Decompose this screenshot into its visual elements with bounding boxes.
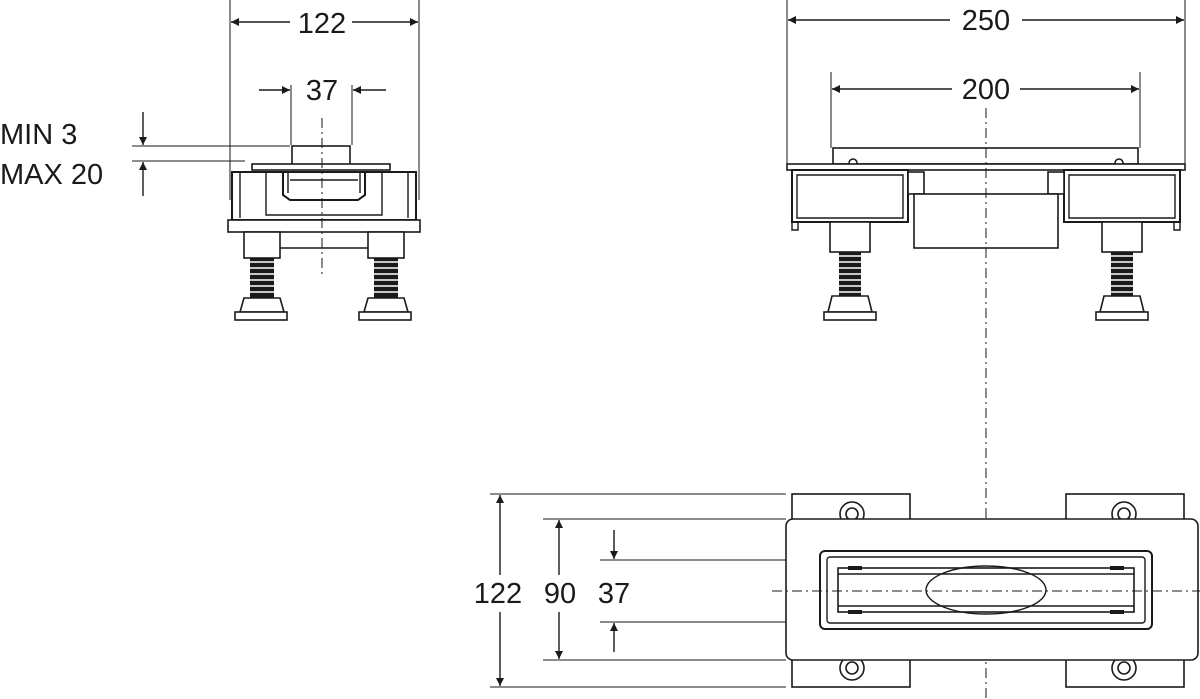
front-left-box xyxy=(791,169,909,223)
front-foot-pad-left xyxy=(826,295,874,313)
top-slot-label: 37 xyxy=(598,578,630,610)
side-grate xyxy=(291,145,351,167)
min-label: MIN 3 xyxy=(0,119,77,151)
front-width-label: 250 xyxy=(962,5,1010,37)
side-slot-label: 37 xyxy=(306,75,338,107)
top-slot-frame xyxy=(819,550,1153,630)
front-thread-right xyxy=(1111,252,1133,296)
front-leg-housing-left xyxy=(829,221,871,253)
side-foot-housing-right xyxy=(367,231,405,259)
side-thread-left xyxy=(250,258,274,298)
side-foot-pad-right xyxy=(362,297,410,313)
top-frame-label: 90 xyxy=(544,578,576,610)
front-foot-pad-right xyxy=(1098,295,1146,313)
max-label: MAX 20 xyxy=(0,159,103,191)
front-leg-housing-right xyxy=(1101,221,1143,253)
front-right-box xyxy=(1063,169,1181,223)
side-foot-housing-left xyxy=(243,231,281,259)
top-drain-outlet xyxy=(925,565,1047,615)
side-channel xyxy=(282,172,366,201)
side-thread-right xyxy=(374,258,398,298)
front-span-label: 200 xyxy=(962,74,1010,106)
top-depth-label: 122 xyxy=(474,578,522,610)
side-foot-pad-left xyxy=(238,297,286,313)
top-view: 122 90 37 xyxy=(474,493,1200,688)
side-cover-plate xyxy=(251,163,391,171)
side-width-label: 122 xyxy=(298,8,346,40)
front-thread-left xyxy=(839,252,861,296)
side-base-plate xyxy=(227,219,421,233)
side-view: 122 37 MIN 3 MAX 20 xyxy=(0,0,421,321)
top-grate xyxy=(837,567,1135,613)
side-body xyxy=(231,171,417,221)
